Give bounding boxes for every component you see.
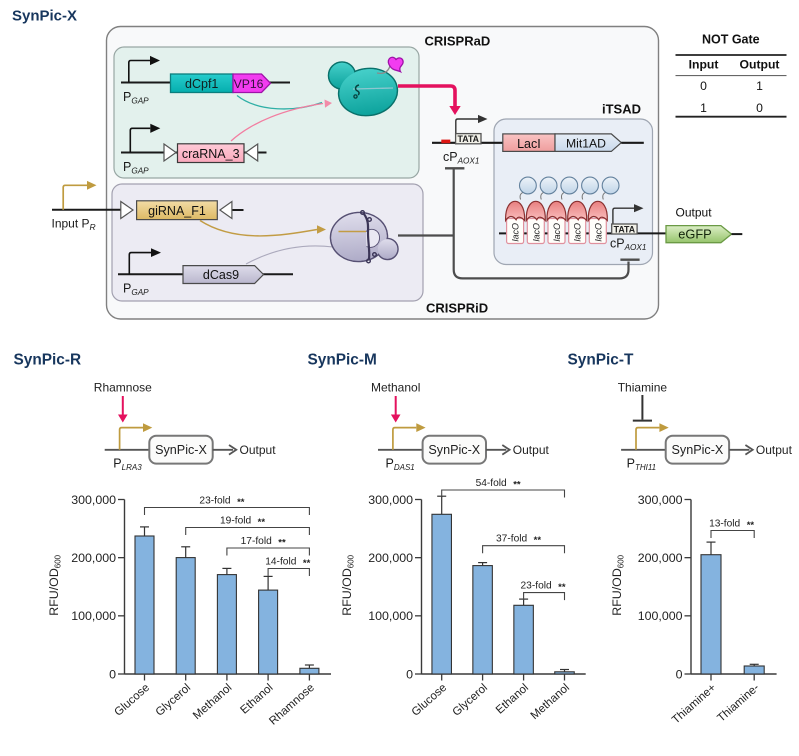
svg-text:lacO: lacO [531, 223, 541, 242]
svg-text:Rhamnose: Rhamnose [94, 380, 152, 394]
svg-text:craRNA_3: craRNA_3 [182, 147, 240, 161]
svg-text:SynPic-R: SynPic-R [14, 352, 82, 369]
svg-text:lacO: lacO [511, 223, 521, 242]
svg-text:Input PR: Input PR [52, 217, 96, 233]
svg-text:100,000: 100,000 [71, 609, 116, 623]
svg-text:1: 1 [756, 79, 763, 93]
svg-text:Output: Output [513, 443, 550, 457]
svg-text:23-fold**: 23-fold** [199, 496, 244, 509]
svg-text:Output: Output [740, 58, 780, 72]
svg-text:17-fold**: 17-fold** [241, 536, 286, 549]
svg-text:NOT Gate: NOT Gate [702, 33, 760, 47]
svg-text:19-fold**: 19-fold** [220, 516, 265, 529]
svg-text:Output: Output [240, 443, 277, 457]
svg-text:lacO: lacO [573, 223, 583, 242]
svg-text:TATA: TATA [458, 134, 480, 144]
svg-text:300,000: 300,000 [368, 493, 413, 507]
svg-text:200,000: 200,000 [638, 551, 683, 565]
svg-text:RFU/OD600: RFU/OD600 [47, 554, 62, 615]
svg-text:0: 0 [756, 101, 763, 115]
svg-text:0: 0 [676, 667, 683, 681]
svg-text:SynPic-X: SynPic-X [428, 443, 480, 457]
svg-text:1: 1 [700, 101, 707, 115]
svg-text:Input: Input [689, 58, 719, 72]
svg-text:dCpf1: dCpf1 [185, 77, 218, 91]
svg-text:200,000: 200,000 [368, 551, 413, 565]
svg-text:0: 0 [700, 79, 707, 93]
svg-text:CRISPRiD: CRISPRiD [426, 301, 488, 316]
svg-text:VP16: VP16 [234, 77, 264, 91]
svg-text:0: 0 [406, 667, 413, 681]
svg-text:lacO: lacO [552, 223, 562, 242]
svg-text:eGFP: eGFP [678, 226, 711, 241]
svg-text:iTSAD: iTSAD [602, 102, 641, 117]
svg-text:300,000: 300,000 [638, 493, 683, 507]
svg-text:54-fold**: 54-fold** [476, 478, 521, 491]
svg-text:14-fold**: 14-fold** [265, 557, 310, 570]
svg-text:37-fold**: 37-fold** [496, 534, 541, 547]
svg-text:300,000: 300,000 [71, 493, 116, 507]
svg-text:SynPic-T: SynPic-T [568, 352, 634, 369]
svg-text:TATA: TATA [614, 224, 636, 234]
svg-text:100,000: 100,000 [638, 609, 683, 623]
svg-text:lacO: lacO [593, 223, 603, 242]
svg-text:SynPic-M: SynPic-M [308, 352, 377, 369]
svg-text:giRNA_F1: giRNA_F1 [148, 204, 206, 218]
svg-text:CRISPRaD: CRISPRaD [425, 33, 491, 48]
svg-text:RFU/OD600: RFU/OD600 [610, 554, 625, 615]
svg-text:200,000: 200,000 [71, 551, 116, 565]
svg-text:Thiamine: Thiamine [618, 380, 668, 394]
svg-text:dCas9: dCas9 [203, 268, 239, 282]
svg-text:SynPic-X: SynPic-X [12, 7, 77, 24]
svg-text:SynPic-X: SynPic-X [672, 443, 724, 457]
svg-text:Methanol: Methanol [371, 380, 420, 394]
svg-text:SynPic-X: SynPic-X [155, 443, 207, 457]
svg-text:23-fold**: 23-fold** [521, 581, 566, 594]
svg-text:Output: Output [676, 206, 713, 220]
svg-text:0: 0 [109, 667, 116, 681]
svg-text:Output: Output [756, 443, 793, 457]
svg-text:13-fold**: 13-fold** [709, 519, 754, 532]
svg-text:Mit1AD: Mit1AD [566, 136, 606, 150]
svg-text:LacI: LacI [517, 137, 541, 151]
svg-text:100,000: 100,000 [368, 609, 413, 623]
svg-text:RFU/OD600: RFU/OD600 [340, 554, 355, 615]
